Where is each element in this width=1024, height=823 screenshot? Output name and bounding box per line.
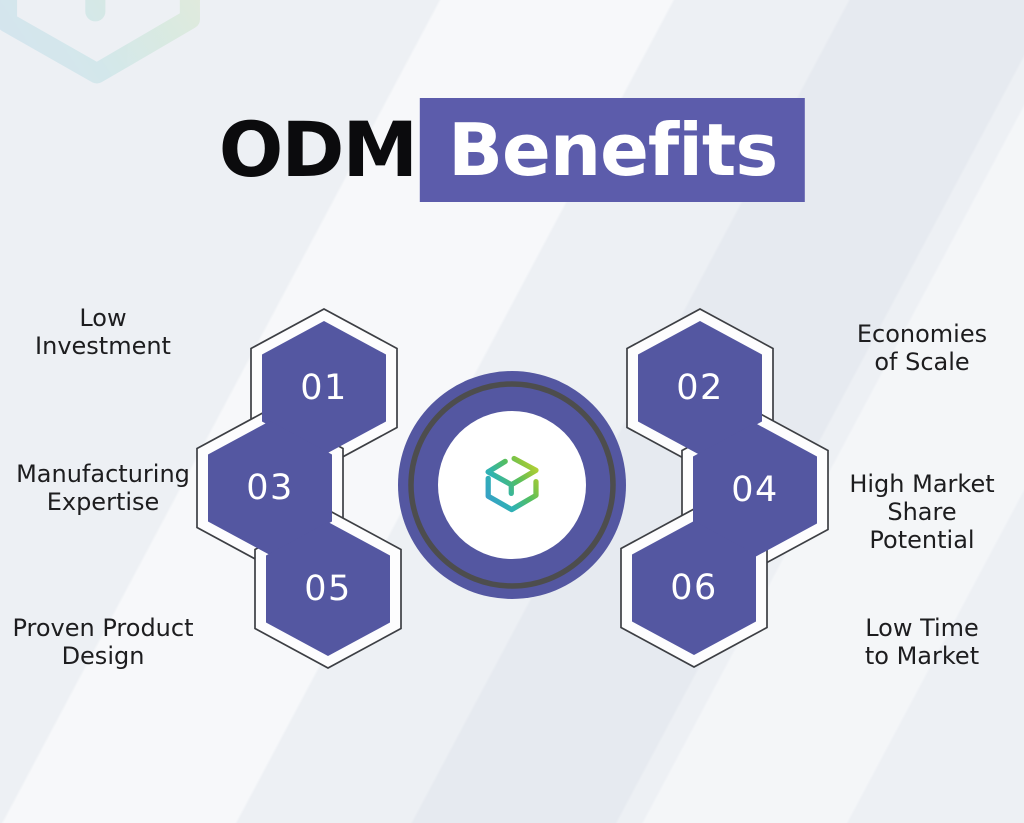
title-black-text: ODM (218, 105, 418, 194)
hexagon-04 (693, 423, 817, 557)
hexagon-02 (638, 321, 762, 455)
label-proven-product-design: Proven Product Design (12, 614, 194, 670)
hex-number-05: 05 (304, 569, 352, 609)
title-banner: Benefits (420, 98, 806, 202)
hex-number-03: 03 (246, 468, 294, 508)
hexagon-05 (266, 522, 390, 656)
hex-number-02: 02 (676, 368, 724, 408)
title-highlight-text: Benefits (448, 108, 778, 192)
label-manufacturing-expertise: Manufacturing Expertise (16, 460, 190, 516)
hexagon-fills (208, 321, 817, 656)
label-high-market-share-potential: High Market Share Potential (849, 470, 995, 554)
label-low-investment: Low Investment (35, 304, 171, 360)
hexagon-01 (262, 321, 386, 455)
label-low-time-to-market: Low Time to Market (864, 614, 980, 670)
hex-number-06: 06 (670, 568, 718, 608)
center-ring (408, 381, 616, 589)
cube-watermark-icon (7, 0, 190, 73)
center-badge (398, 371, 626, 599)
label-economies-of-scale: Economies of Scale (856, 320, 988, 376)
hex-number-01: 01 (300, 368, 348, 408)
hexagon-03 (208, 421, 332, 555)
hex-number-04: 04 (731, 470, 779, 510)
page-title: ODM Benefits (218, 98, 806, 202)
hexagon-06 (632, 521, 756, 655)
